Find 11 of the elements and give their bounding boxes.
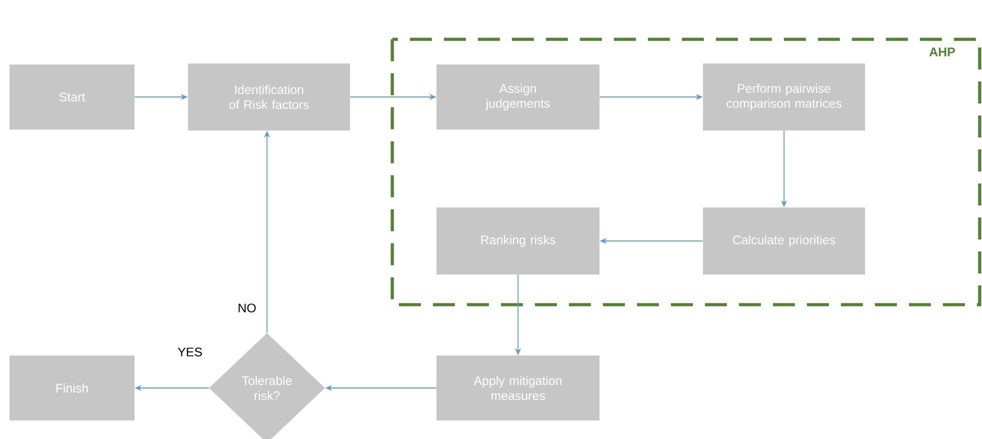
process-box: Identification of Risk factors	[188, 64, 350, 130]
edge-label: NO	[236, 302, 258, 314]
process-box: Apply mitigation measures	[436, 356, 600, 420]
process-box: Finish	[10, 356, 134, 420]
process-box: Perform pairwise comparison matrices	[703, 64, 865, 130]
process-box: Start	[10, 64, 134, 130]
process-box: Calculate priorities	[703, 208, 865, 274]
process-box: Ranking risks	[436, 208, 600, 274]
process-box: Assign judgements	[436, 64, 600, 130]
region-title: AHP	[929, 48, 955, 56]
edge-label: YES	[176, 346, 204, 358]
